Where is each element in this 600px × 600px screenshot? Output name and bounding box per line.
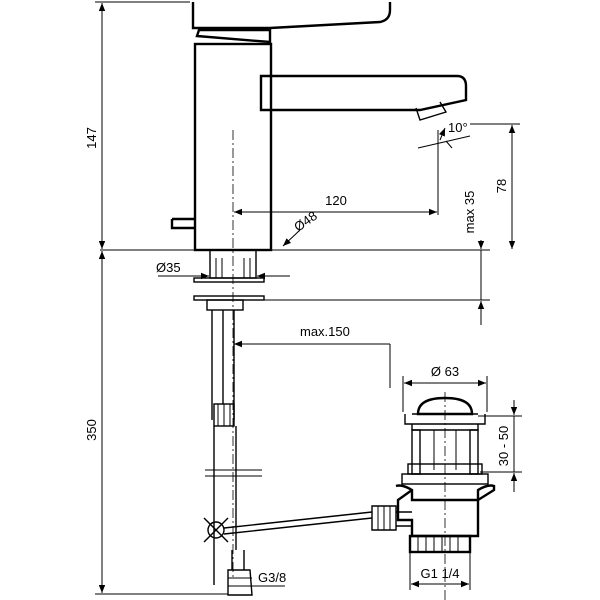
dim-350: 350 <box>84 419 99 441</box>
dimension-labels: 147 350 120 Ø48 Ø35 78 max 35 10° max.15… <box>84 120 511 585</box>
dim-10deg: 10° <box>448 120 468 135</box>
lever-handle <box>191 2 392 30</box>
dimension-lines <box>95 1 522 595</box>
supply-assembly <box>193 249 265 596</box>
faucet-column <box>193 42 273 252</box>
dim-max150: max.150 <box>300 324 350 339</box>
faucet-body <box>170 2 468 252</box>
dim-max35: max 35 <box>462 191 477 234</box>
dim-147: 147 <box>84 127 99 149</box>
dim-78: 78 <box>494 179 509 193</box>
dim-120: 120 <box>325 193 347 208</box>
spout <box>259 74 468 112</box>
waste-assembly <box>371 392 496 600</box>
aerator <box>415 101 448 121</box>
dim-30-50: 30 - 50 <box>496 426 511 466</box>
dim-o35: Ø35 <box>156 260 181 275</box>
dim-o63: Ø 63 <box>431 364 459 379</box>
waste-body <box>395 484 496 538</box>
popup-rod-knob <box>170 217 195 230</box>
dim-g38: G3/8 <box>258 570 286 585</box>
dim-g114: G1 1/4 <box>420 566 459 581</box>
popup-linkage <box>203 511 373 543</box>
